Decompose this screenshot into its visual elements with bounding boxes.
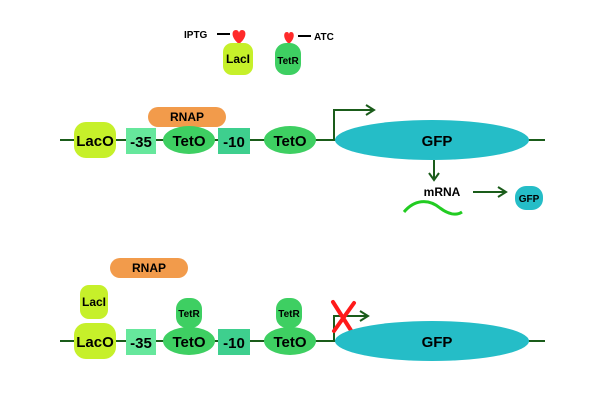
laci-label: LacI (226, 52, 250, 66)
top-rnap-label: RNAP (170, 110, 204, 124)
atc-heart-icon (284, 32, 294, 44)
bottom-tetr-2: TetR (276, 298, 302, 328)
bottom-teto1-label: TetO (172, 334, 205, 351)
mrna-label: mRNA (424, 185, 461, 199)
blocked-cross-icon (331, 300, 356, 334)
tetr-label: TetR (277, 56, 299, 67)
top-teto2-label: TetO (273, 133, 306, 150)
bottom-gfp-gene: GFP (335, 321, 529, 361)
iptg-label: IPTG (184, 30, 208, 41)
bottom-dna-strand: RNAP LacI LacO -35 TetR TetO -10 (60, 258, 545, 361)
bottom-laci-label: LacI (82, 295, 106, 309)
top-box-10: -10 (218, 128, 250, 154)
gfp-protein-label: GFP (519, 194, 540, 205)
top-box-10-label: -10 (223, 134, 245, 151)
tetr-free: TetR (275, 43, 301, 75)
top-tet-operator-2: TetO (264, 126, 316, 154)
top-laco-label: LacO (76, 133, 114, 150)
top-box-35: -35 (126, 128, 156, 154)
bottom-lac-operator: LacO (74, 323, 116, 359)
bottom-rnap: RNAP (110, 258, 188, 278)
bottom-tetr1-label: TetR (178, 309, 200, 320)
bottom-gfp-label: GFP (422, 334, 453, 351)
bottom-teto2-label: TetO (273, 334, 306, 351)
top-dna-strand: RNAP LacO -35 TetO -10 TetO (60, 104, 545, 160)
top-gfp-gene: GFP (335, 120, 529, 160)
inducer-row: IPTG ATC (184, 30, 334, 44)
bottom-box-35-label: -35 (130, 335, 152, 352)
bottom-box-10: -10 (218, 329, 250, 355)
top-box-35-label: -35 (130, 134, 152, 151)
bottom-box-10-label: -10 (223, 335, 245, 352)
top-lac-operator: LacO (74, 122, 116, 158)
top-gfp-label: GFP (422, 133, 453, 150)
bottom-tet-operator-2: TetO (264, 327, 316, 355)
bottom-box-35: -35 (126, 329, 156, 355)
atc-label: ATC (314, 32, 334, 43)
top-tet-operator-1: TetO (163, 126, 215, 154)
bottom-tetr2-label: TetR (278, 309, 300, 320)
top-promoter-arrowhead (365, 104, 376, 116)
top-rnap: RNAP (148, 107, 226, 127)
bottom-laco-label: LacO (76, 334, 114, 351)
laci-free: LacI (223, 43, 253, 75)
top-teto1-label: TetO (172, 133, 205, 150)
bottom-tet-operator-1: TetO (163, 327, 215, 355)
mrna-strand-icon (402, 200, 463, 216)
bottom-tetr-1: TetR (176, 298, 202, 328)
top-promoter-arrow-icon (333, 109, 372, 140)
bottom-laci-bound: LacI (80, 285, 108, 319)
expression-output: mRNA GFP (402, 160, 543, 216)
iptg-heart-icon (232, 30, 246, 44)
bottom-rnap-label: RNAP (132, 261, 166, 275)
gfp-protein: GFP (515, 186, 543, 210)
